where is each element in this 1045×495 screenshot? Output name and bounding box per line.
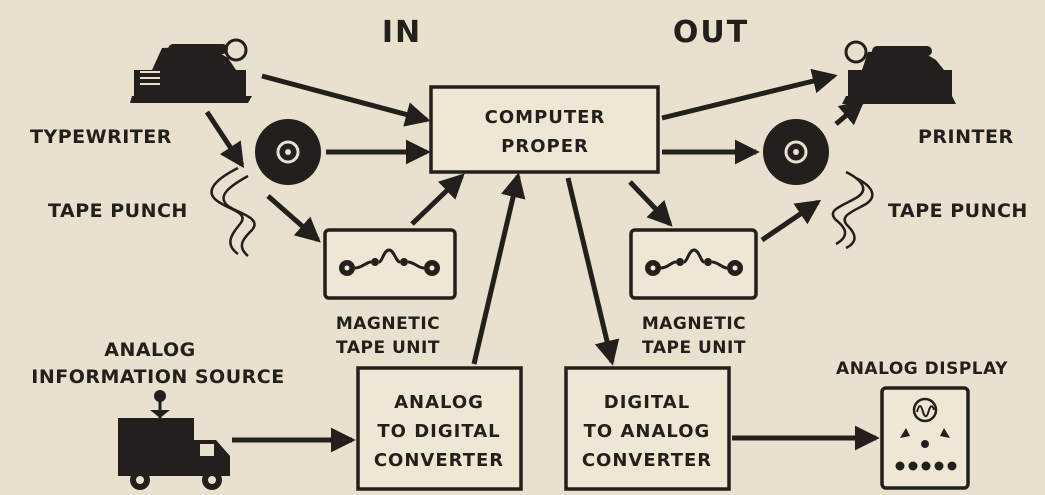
dac-label-line2: TO ANALOG xyxy=(584,421,711,442)
arrow-left-mag-unit-to-computer xyxy=(412,176,462,224)
right-tape-ribbon-icon xyxy=(833,172,872,248)
typewriter-label: TYPEWRITER xyxy=(30,126,172,148)
left-tape-punch-label: TAPE PUNCH xyxy=(48,200,188,222)
analog-display-label: ANALOG DISPLAY xyxy=(836,359,1008,379)
right-mag-label-line2: TAPE UNIT xyxy=(642,338,746,358)
right-tape-punch-label: TAPE PUNCH xyxy=(888,200,1028,222)
in-header: IN xyxy=(382,15,422,50)
left-tape-ribbon-icon xyxy=(212,168,255,256)
analog-source-label-line1: ANALOG xyxy=(104,339,196,361)
printer-label: PRINTER xyxy=(918,126,1014,148)
adc-box: ANALOG TO DIGITAL CONVERTER xyxy=(358,368,521,489)
arrow-tape-to-left-mag-unit xyxy=(268,196,318,240)
left-tape-reel-icon xyxy=(255,119,321,185)
computer-proper-box: COMPUTER PROPER xyxy=(431,87,658,172)
adc-label-line1: ANALOG xyxy=(394,392,484,413)
dac-box: DIGITAL TO ANALOG CONVERTER xyxy=(566,368,729,489)
typewriter-icon xyxy=(130,40,252,103)
truck-icon xyxy=(118,390,230,490)
left-magnetic-tape-unit xyxy=(325,230,455,298)
left-mag-label-line2: TAPE UNIT xyxy=(336,338,440,358)
arrow-typewriter-to-tape-punch xyxy=(207,112,242,165)
left-mag-label-line1: MAGNETIC xyxy=(336,314,440,334)
right-mag-label-line1: MAGNETIC xyxy=(642,314,746,334)
adc-label-line2: TO DIGITAL xyxy=(377,421,500,442)
analog-display-icon xyxy=(882,388,968,488)
analog-source-label-line2: INFORMATION SOURCE xyxy=(31,366,284,388)
dac-label-line3: CONVERTER xyxy=(582,450,712,471)
printer-icon xyxy=(842,42,956,104)
arrow-adc-to-computer xyxy=(474,176,518,364)
right-magnetic-tape-unit xyxy=(631,230,756,298)
arrow-computer-to-printer xyxy=(662,76,834,118)
out-header: OUT xyxy=(673,15,749,50)
dac-label-line1: DIGITAL xyxy=(604,392,690,413)
adc-label-line3: CONVERTER xyxy=(374,450,504,471)
arrow-typewriter-to-computer xyxy=(262,76,427,120)
computer-label-line1: COMPUTER xyxy=(485,107,606,128)
arrow-right-mag-unit-to-tape-punch xyxy=(762,202,818,240)
arrow-tape-to-printer xyxy=(836,102,862,124)
right-tape-reel-icon xyxy=(763,119,829,185)
computer-label-line2: PROPER xyxy=(501,136,589,157)
arrow-computer-to-right-mag-unit xyxy=(630,182,670,224)
arrow-computer-to-dac xyxy=(568,178,612,362)
